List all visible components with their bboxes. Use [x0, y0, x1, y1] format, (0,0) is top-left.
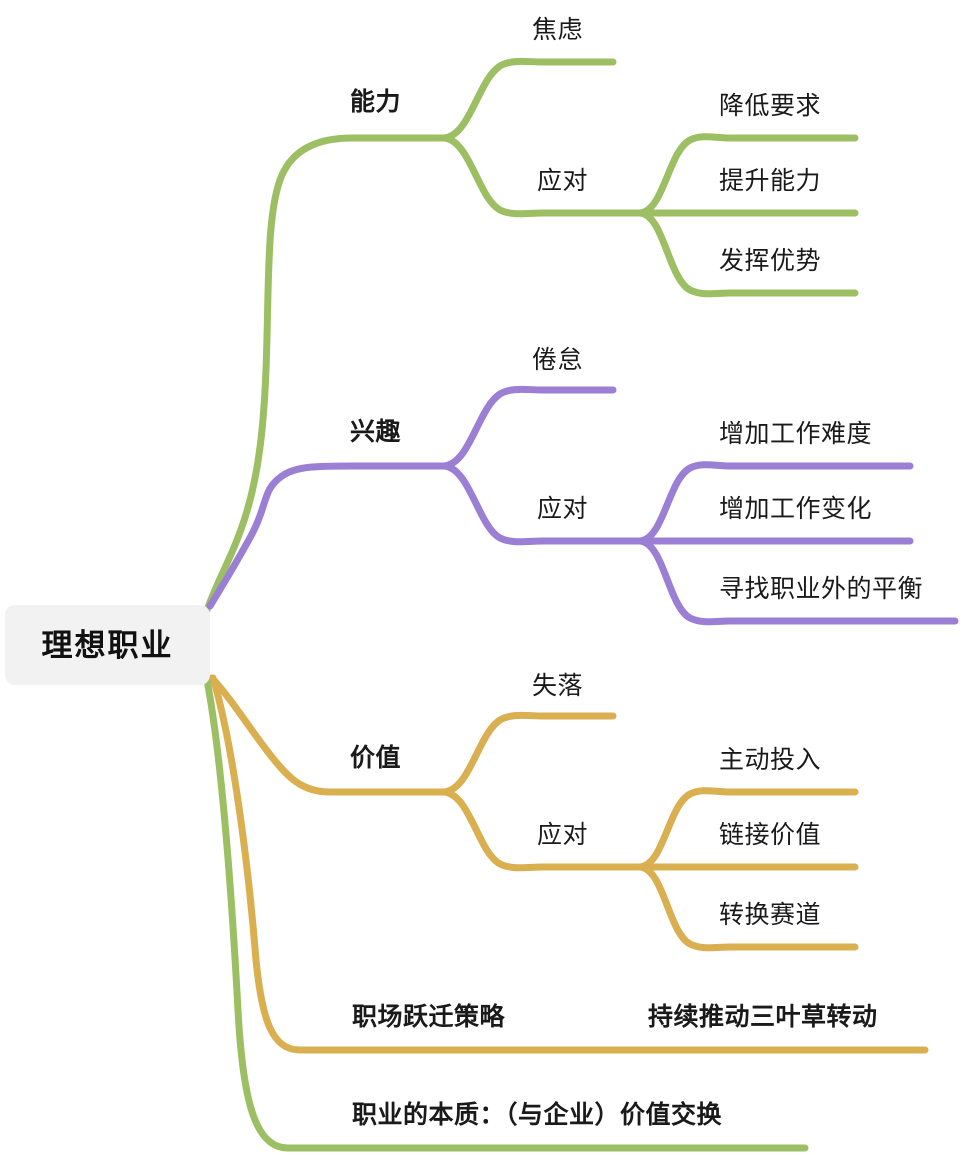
branch-line-value-leaf-3: [636, 863, 859, 952]
node-career-essence[interactable]: 职业的本质：（与企业）价值交换: [352, 1101, 723, 1129]
node-value[interactable]: 价值: [350, 744, 402, 772]
node-interest-leaf-increase-variety[interactable]: 增加工作变化: [719, 495, 873, 523]
node-burnout[interactable]: 倦怠: [532, 346, 584, 374]
node-keep-clover-turning[interactable]: 持续推动三叶草转动: [648, 1003, 878, 1031]
node-ability-leaf-leverage-strength[interactable]: 发挥优势: [719, 247, 822, 275]
branch-line-value-to-loss: [440, 711, 617, 796]
node-ability-response[interactable]: 应对: [537, 167, 589, 195]
node-interest-leaf-find-balance[interactable]: 寻找职业外的平衡: [719, 575, 924, 603]
node-value-response[interactable]: 应对: [537, 821, 589, 849]
branch-line-interest-leaf-3: [636, 537, 959, 626]
node-ability-leaf-improve-ability[interactable]: 提升能力: [719, 167, 822, 195]
node-interest-response[interactable]: 应对: [537, 495, 589, 523]
branch-line-ability-trunk: [203, 134, 356, 614]
node-anxiety[interactable]: 焦虑: [532, 16, 584, 44]
branch-line-ability-to-anxiety: [440, 57, 617, 142]
branch-line-interest-to-burnout: [440, 385, 617, 470]
node-value-leaf-switch-track[interactable]: 转换赛道: [719, 901, 822, 929]
branch-line-value-trunk: [208, 674, 356, 796]
branch-line-essence: [203, 676, 809, 1152]
branch-line-value-to-response: [440, 788, 644, 872]
branch-line-ability-to-response: [440, 134, 644, 218]
branch-line-interest-to-response: [440, 462, 644, 546]
node-ability[interactable]: 能力: [350, 88, 402, 116]
branch-line-value-leaf-1: [636, 787, 859, 871]
branch-line-ability-leaf-3: [636, 209, 859, 298]
branch-line-interest-leaf-1: [636, 461, 914, 545]
node-value-leaf-proactive-input[interactable]: 主动投入: [719, 746, 822, 774]
node-ability-leaf-lower-requirements[interactable]: 降低要求: [719, 92, 822, 120]
branch-line-interest-trunk: [206, 462, 356, 610]
node-interest[interactable]: 兴趣: [350, 418, 402, 446]
branch-line-ability-leaf-1: [636, 133, 859, 217]
node-value-leaf-link-value[interactable]: 链接价值: [719, 821, 822, 849]
node-loss[interactable]: 失落: [532, 672, 584, 700]
root-node-label: 理想职业: [41, 627, 174, 663]
node-career-leap-strategy[interactable]: 职场跃迁策略: [352, 1003, 506, 1031]
branch-line-strategy: [209, 674, 929, 1054]
node-interest-leaf-increase-difficulty[interactable]: 增加工作难度: [719, 420, 873, 448]
root-node[interactable]: 理想职业: [5, 605, 210, 685]
